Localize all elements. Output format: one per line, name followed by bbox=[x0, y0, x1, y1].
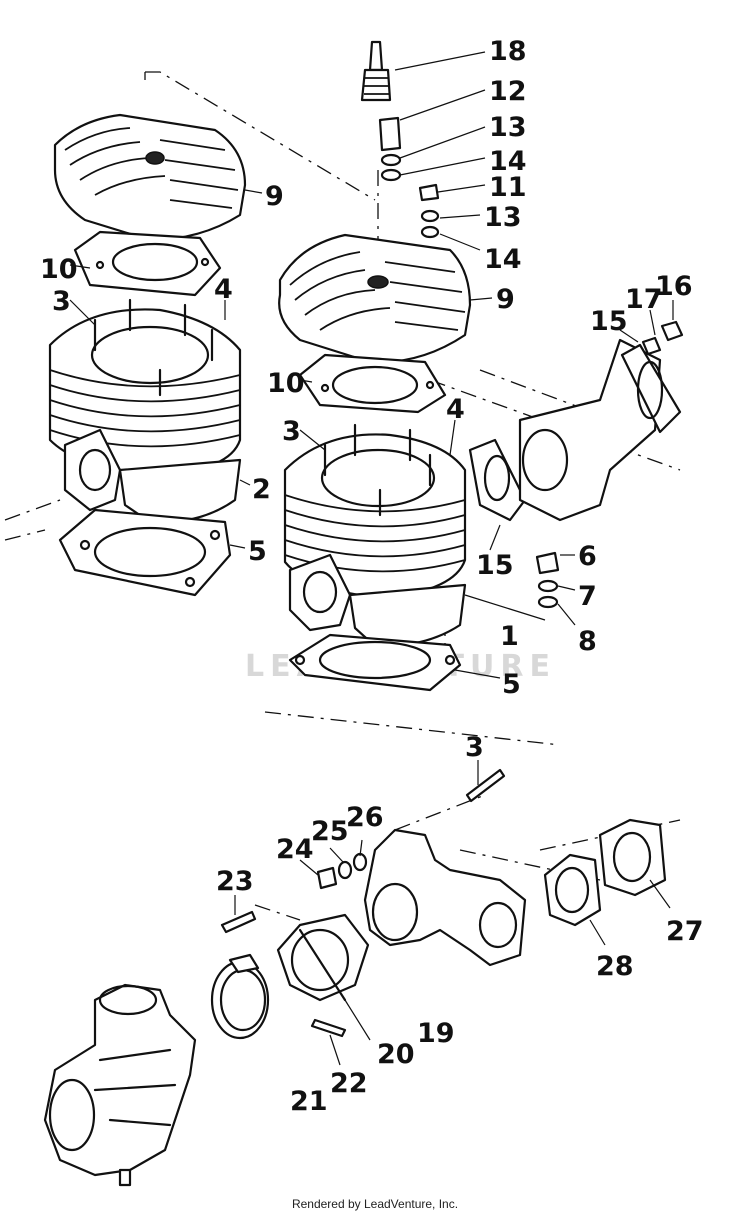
left-cylinder-head bbox=[53, 113, 247, 242]
callout-7: 7 bbox=[578, 581, 597, 612]
callout-22: 22 bbox=[330, 1068, 368, 1099]
callout-17: 17 bbox=[625, 284, 663, 315]
callout-3-intake: 3 bbox=[465, 732, 484, 763]
callout-9-left: 9 bbox=[265, 181, 284, 212]
intake-nut-washers bbox=[316, 852, 368, 890]
callout-27: 27 bbox=[666, 916, 704, 947]
callout-15-lower: 15 bbox=[476, 550, 514, 581]
callout-18: 18 bbox=[489, 36, 527, 67]
intake-gaskets bbox=[543, 818, 667, 927]
callout-26: 26 bbox=[346, 802, 384, 833]
right-cylinder bbox=[283, 423, 467, 648]
exhaust-manifold bbox=[518, 338, 662, 522]
right-head-gasket bbox=[298, 353, 447, 414]
callout-15-upper: 15 bbox=[590, 306, 628, 337]
right-cylinder-head bbox=[278, 233, 472, 364]
intake-manifold bbox=[363, 828, 527, 967]
exhaust-end-gasket bbox=[620, 343, 682, 434]
callout-numbers: 18 12 13 14 11 13 14 9 10 3 4 2 5 9 10 3… bbox=[40, 36, 704, 1117]
callout-2: 2 bbox=[252, 474, 271, 505]
left-cylinder bbox=[48, 298, 242, 524]
callout-14-top: 14 bbox=[489, 146, 527, 177]
callout-3-right: 3 bbox=[282, 416, 301, 447]
callout-10-left: 10 bbox=[40, 254, 78, 285]
carburetor bbox=[43, 983, 197, 1187]
leader-lines bbox=[69, 51, 674, 1066]
callout-21: 21 bbox=[290, 1086, 328, 1117]
callout-23: 23 bbox=[216, 866, 254, 897]
callout-13-lower: 13 bbox=[484, 202, 522, 233]
callout-14-lower: 14 bbox=[484, 244, 522, 275]
callout-5-left: 5 bbox=[248, 536, 267, 567]
callout-4-left: 4 bbox=[214, 274, 233, 305]
callout-28: 28 bbox=[596, 951, 634, 982]
callout-13-top: 13 bbox=[489, 112, 527, 143]
callout-9-right: 9 bbox=[496, 284, 515, 315]
intake-stud bbox=[465, 768, 506, 803]
callout-1: 1 bbox=[500, 621, 519, 652]
callout-12: 12 bbox=[489, 76, 527, 107]
callout-19: 19 bbox=[417, 1018, 455, 1049]
exhaust-flange-gasket bbox=[468, 438, 527, 522]
hose-clamp bbox=[210, 953, 270, 1040]
callout-4-right: 4 bbox=[446, 394, 465, 425]
right-base-gasket bbox=[288, 633, 462, 692]
left-base-gasket bbox=[58, 508, 232, 597]
exhaust-nut-washers bbox=[535, 320, 684, 609]
callout-25: 25 bbox=[311, 816, 349, 847]
footer-credit: Rendered by LeadVenture, Inc. bbox=[291, 1197, 459, 1211]
carb-adapter-boot bbox=[276, 913, 370, 1002]
left-head-gasket bbox=[73, 230, 222, 297]
small-hardware-stack bbox=[378, 116, 440, 239]
screws bbox=[220, 910, 347, 1038]
callout-11: 11 bbox=[489, 172, 527, 203]
spark-plug bbox=[360, 40, 392, 102]
callout-8: 8 bbox=[578, 626, 597, 657]
callout-16: 16 bbox=[655, 271, 693, 302]
callout-6: 6 bbox=[578, 541, 597, 572]
callout-24: 24 bbox=[276, 834, 314, 865]
callout-3-left: 3 bbox=[52, 286, 71, 317]
callout-20: 20 bbox=[377, 1039, 415, 1070]
callout-10-right: 10 bbox=[267, 368, 305, 399]
callout-5-right: 5 bbox=[502, 669, 521, 700]
